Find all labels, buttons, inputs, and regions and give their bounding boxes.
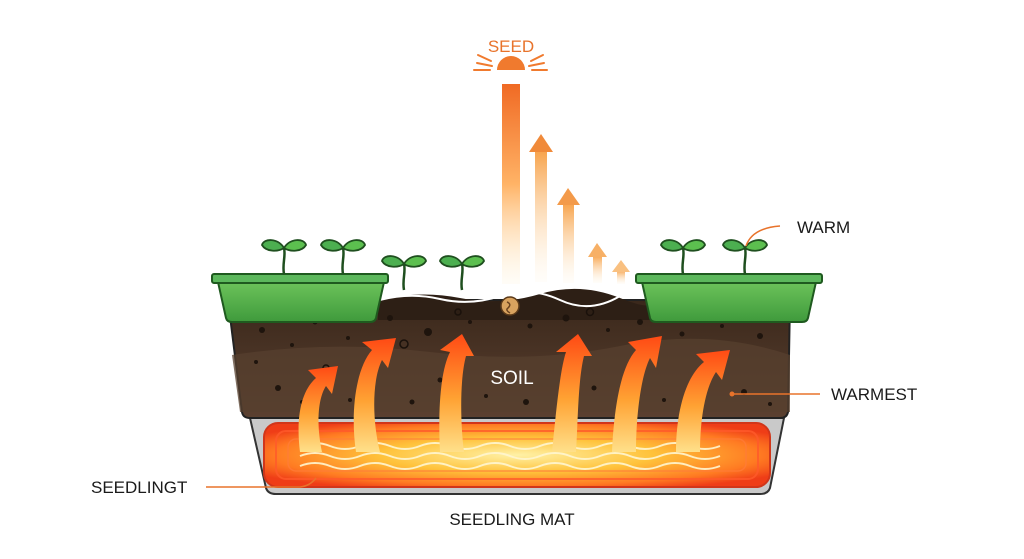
callout-leaders xyxy=(206,225,820,488)
sprout-icon xyxy=(320,239,366,275)
heat-arrow-icon xyxy=(298,366,338,452)
sprout-icon xyxy=(722,239,768,275)
sprout-icon xyxy=(261,239,307,275)
heat-arrow-icon xyxy=(612,260,630,284)
heat-arrow-icon xyxy=(552,334,592,452)
heat-arrow-icon xyxy=(529,134,553,282)
warm-leader-line xyxy=(745,225,781,247)
heat-arrow-icon xyxy=(676,350,730,452)
left-seed-tray xyxy=(211,273,389,323)
seedling-heat-mat xyxy=(248,417,786,495)
heat-arrow-icon xyxy=(557,188,580,283)
sprout-icon xyxy=(660,239,706,275)
warmest-leader-dot xyxy=(729,391,735,397)
soil-label: SOIL xyxy=(490,368,533,389)
heat-arrow-icon xyxy=(439,334,474,452)
heat-arrow-icon xyxy=(612,336,662,452)
main-heat-beam xyxy=(502,84,520,284)
soil-heat-arrows xyxy=(298,334,730,452)
seed-label: SEED xyxy=(488,37,534,56)
seedling-label: SEEDLINGT xyxy=(91,478,187,497)
warmest-label: WARMEST xyxy=(831,385,917,404)
seedling-mat-label: SEEDLING MAT xyxy=(449,510,574,529)
rising-heat-arrows xyxy=(502,84,630,284)
heat-arrow-icon xyxy=(588,243,607,283)
right-seed-tray xyxy=(635,273,823,323)
warm-label: WARM xyxy=(797,218,850,237)
glowing-seed-icon xyxy=(473,54,548,71)
seedling-leader-line xyxy=(206,477,317,488)
sprout-icon xyxy=(439,255,485,291)
heat-arrow-icon xyxy=(353,338,396,452)
seed-icon xyxy=(500,296,520,316)
sprout-icon xyxy=(381,255,427,291)
